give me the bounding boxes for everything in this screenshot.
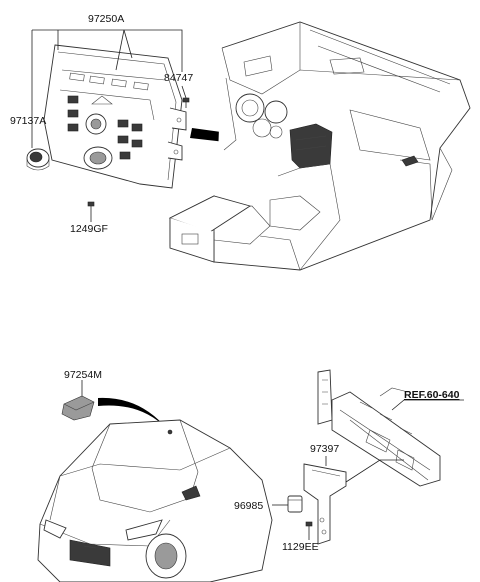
screw-1129ee (305, 521, 313, 540)
heater-control-panel (43, 44, 187, 189)
crossmember-ref (317, 369, 464, 487)
label-97254m: 97254M (64, 369, 102, 381)
bracket-97397 (303, 456, 404, 545)
label-ref-60-640: REF.60-640 (404, 389, 460, 401)
label-97397: 97397 (310, 443, 339, 455)
knob-part (26, 148, 50, 171)
label-84747: 84747 (164, 72, 193, 84)
screw-84747 (182, 97, 190, 108)
label-97137a: 97137A (10, 115, 46, 127)
label-1249gf: 1249GF (70, 223, 108, 235)
leader-lines-top (31, 29, 187, 222)
sensor-97254m (61, 380, 95, 421)
label-1129ee: 1129EE (282, 541, 319, 553)
arrow-to-car (98, 397, 172, 440)
dashboard-illustration (168, 21, 471, 271)
screw-1249gf (87, 201, 95, 212)
car-illustration (37, 419, 273, 582)
label-97250a: 97250A (88, 13, 124, 25)
clip-96985 (272, 495, 303, 513)
label-96985: 96985 (234, 500, 263, 512)
